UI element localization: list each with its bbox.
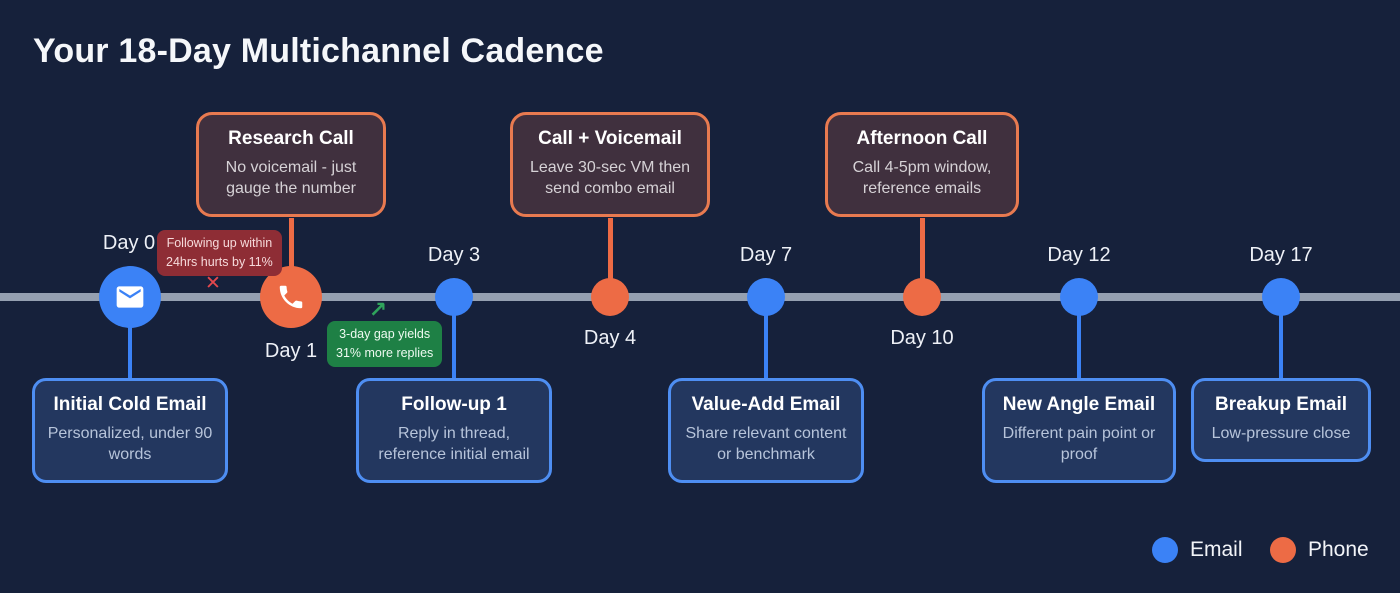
callout-title: New Angle Email [1002, 394, 1156, 415]
badge-negative-stat: Following up within 24hrs hurts by 11% [157, 230, 282, 276]
callout-subtitle: Low-pressure close [1211, 425, 1351, 442]
day-label-3: Day 3 [427, 244, 481, 266]
node-day17-email [1262, 278, 1300, 316]
connector-initial-cold-email [128, 326, 132, 380]
callout-afternoon-call: Afternoon Call Call 4-5pm window, refere… [825, 112, 1019, 218]
node-day1-phone [260, 266, 322, 328]
badge-text-line1: Following up within [166, 236, 273, 250]
callout-value-add-email: Value-Add Email Share relevant content o… [668, 378, 864, 484]
connector-afternoon-call [919, 218, 925, 280]
day-label-4: Day 4 [583, 327, 637, 349]
callout-subtitle: Leave 30-sec VM then send combo email [529, 159, 691, 198]
badge-positive-stat: 3-day gap yields 31% more replies [327, 321, 443, 367]
legend-email-label: Email [1190, 538, 1243, 561]
callout-subtitle: Reply in thread, reference initial email [378, 425, 530, 464]
callout-title: Follow-up 1 [401, 394, 507, 415]
node-day12-email [1060, 278, 1098, 316]
callout-title: Afternoon Call [856, 128, 988, 149]
day-label-12: Day 12 [1047, 244, 1111, 266]
callout-subtitle: Call 4-5pm window, reference emails [852, 159, 992, 198]
phone-icon [276, 282, 306, 312]
callout-breakup-email: Breakup Email Low-pressure close [1191, 378, 1371, 463]
node-day0-email [99, 266, 161, 328]
day-label-7: Day 7 [739, 244, 793, 266]
callout-subtitle: Different pain point or proof [1002, 425, 1156, 464]
callout-initial-cold-email: Initial Cold Email Personalized, under 9… [32, 378, 228, 484]
day-label-0: Day 0 [102, 232, 156, 254]
day-label-10: Day 10 [890, 327, 954, 349]
legend-phone-label: Phone [1308, 538, 1369, 561]
up-right-arrow-icon: ↗ [368, 297, 388, 322]
callout-call-voicemail: Call + Voicemail Leave 30-sec VM then se… [510, 112, 710, 218]
callout-subtitle: Share relevant content or benchmark [685, 425, 847, 464]
badge-text-line1: 3-day gap yields [339, 327, 431, 341]
badge-text-line2: 31% more replies [336, 345, 434, 360]
node-day3-email [435, 278, 473, 316]
callout-research-call: Research Call No voicemail - just gauge … [196, 112, 386, 218]
envelope-icon [114, 281, 146, 313]
node-day10-phone [903, 278, 941, 316]
badge-text-line2: 24hrs hurts by 11% [166, 254, 273, 269]
connector-new-angle-email [1077, 314, 1081, 380]
connector-call-voicemail [607, 218, 613, 280]
connector-follow-up-1 [452, 314, 456, 380]
legend-email-dot [1152, 537, 1178, 563]
connector-breakup-email [1279, 314, 1283, 380]
callout-title: Research Call [228, 128, 354, 149]
callout-title: Initial Cold Email [53, 394, 207, 415]
connector-value-add-email [764, 314, 768, 380]
day-label-17: Day 17 [1249, 244, 1313, 266]
node-day7-email [747, 278, 785, 316]
callout-subtitle: Personalized, under 90 words [47, 425, 213, 464]
callout-subtitle: No voicemail - just gauge the number [225, 159, 357, 198]
callout-new-angle-email: New Angle Email Different pain point or … [982, 378, 1176, 484]
timeline-axis [0, 293, 1400, 301]
page-title: Your 18-Day Multichannel Cadence [33, 32, 604, 70]
legend-phone-dot [1270, 537, 1296, 563]
node-day4-phone [591, 278, 629, 316]
callout-title: Breakup Email [1215, 394, 1347, 415]
callout-follow-up-1: Follow-up 1 Reply in thread, reference i… [356, 378, 552, 484]
day-label-1: Day 1 [264, 340, 318, 362]
callout-title: Call + Voicemail [538, 128, 682, 149]
connector-research-call [288, 218, 294, 268]
x-mark-icon: ✕ [205, 273, 221, 294]
callout-title: Value-Add Email [691, 394, 841, 415]
